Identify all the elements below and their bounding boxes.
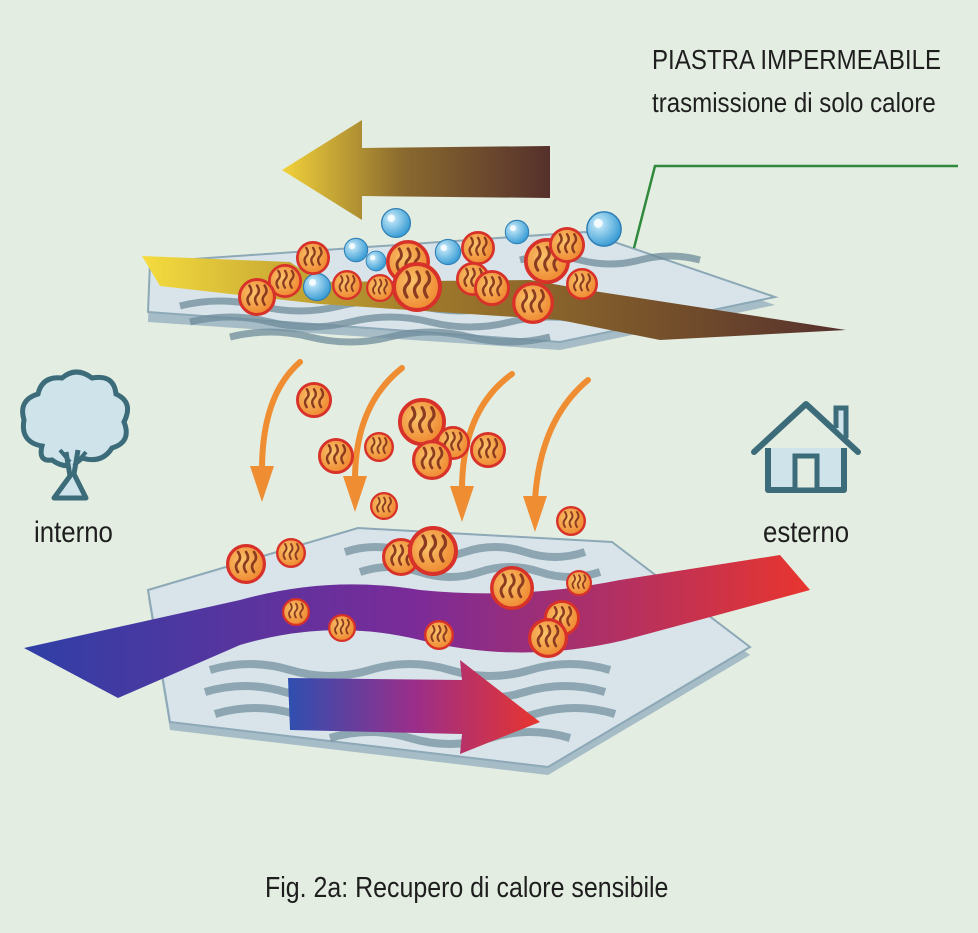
figure-caption: Fig. 2a: Recupero di calore sensibile — [265, 872, 669, 904]
heat-transfer-arrows — [259, 359, 591, 503]
exhaust-arrow — [282, 120, 550, 220]
house-icon — [751, 401, 861, 493]
bottom-plate — [24, 526, 810, 775]
outside-label: esterno — [763, 516, 850, 549]
plate-description-label: trasmissione di solo calore — [652, 87, 936, 118]
inside-label: interno — [34, 516, 113, 549]
tree-icon — [20, 369, 131, 501]
plate-title-label: PIASTRA IMPERMEABILE — [652, 44, 942, 75]
transfer-arrowheads — [250, 466, 547, 532]
leader-line — [632, 164, 958, 249]
